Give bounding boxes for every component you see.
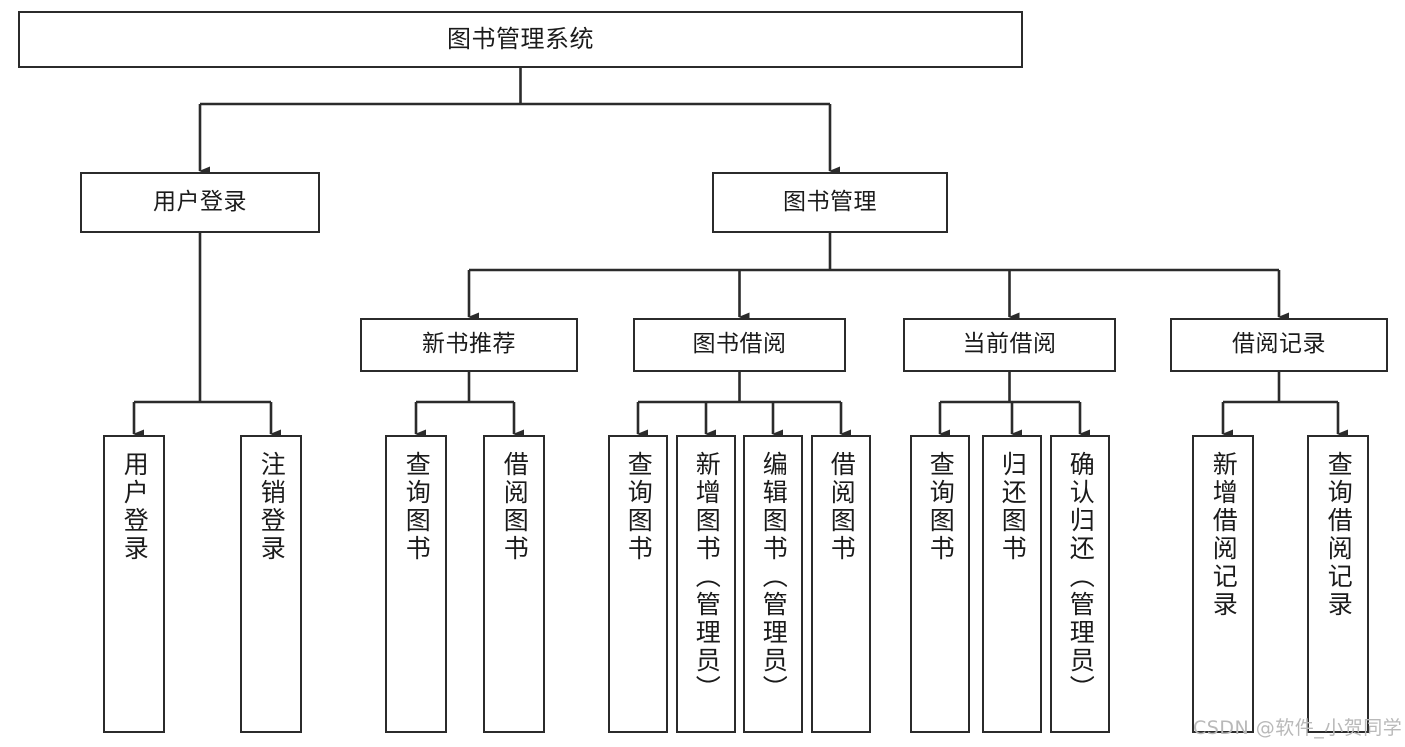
node-leaf-borrow-book-1[interactable]: 借阅图书 [483,435,545,733]
node-leaf-query-book-1[interactable]: 查询图书 [385,435,447,733]
node-label: 确认归还（管理员） [1066,451,1096,703]
node-book-borrow[interactable]: 图书借阅 [633,318,846,372]
node-leaf-return-book[interactable]: 归还图书 [982,435,1042,733]
node-label: 归还图书 [998,451,1028,563]
node-book-manage[interactable]: 图书管理 [712,172,948,233]
node-leaf-user-login[interactable]: 用户登录 [103,435,165,733]
node-label: 新增图书（管理员） [692,451,722,703]
node-label: 图书借阅 [692,331,787,358]
node-leaf-confirm-return[interactable]: 确认归还（管理员） [1050,435,1110,733]
node-label: 图书管理系统 [447,25,594,54]
node-label: 图书管理 [783,188,877,215]
node-leaf-add-record[interactable]: 新增借阅记录 [1192,435,1254,733]
node-new-book-rec[interactable]: 新书推荐 [360,318,578,372]
node-leaf-edit-book[interactable]: 编辑图书（管理员） [743,435,803,733]
node-label: 借阅记录 [1232,331,1326,358]
node-label: 新增借阅记录 [1209,451,1239,619]
node-label: 用户登录 [120,451,150,563]
node-leaf-borrow-book-2[interactable]: 借阅图书 [811,435,871,733]
tree-edges [132,68,1348,439]
node-leaf-user-logout[interactable]: 注销登录 [240,435,302,733]
node-label: 新书推荐 [422,331,516,358]
node-label: 查询图书 [624,451,654,563]
node-label: 当前借阅 [962,331,1057,358]
node-label: 查询借阅记录 [1324,451,1354,619]
csdn-watermark: CSDN @软件_小贺同学 [1193,717,1403,739]
node-label: 注销登录 [257,451,287,563]
node-leaf-query-record[interactable]: 查询借阅记录 [1307,435,1369,733]
node-label: 借阅图书 [827,451,857,563]
node-user-login[interactable]: 用户登录 [80,172,320,233]
node-label: 用户登录 [153,188,247,215]
node-borrow-record[interactable]: 借阅记录 [1170,318,1388,372]
node-label: 查询图书 [402,451,432,563]
node-root[interactable]: 图书管理系统 [18,11,1023,68]
node-label: 查询图书 [926,451,956,563]
node-leaf-query-book-2[interactable]: 查询图书 [608,435,668,733]
node-leaf-add-book[interactable]: 新增图书（管理员） [676,435,736,733]
node-leaf-query-book-3[interactable]: 查询图书 [910,435,970,733]
node-label: 编辑图书（管理员） [759,451,789,703]
node-label: 借阅图书 [500,451,530,563]
node-current-borrow[interactable]: 当前借阅 [903,318,1116,372]
